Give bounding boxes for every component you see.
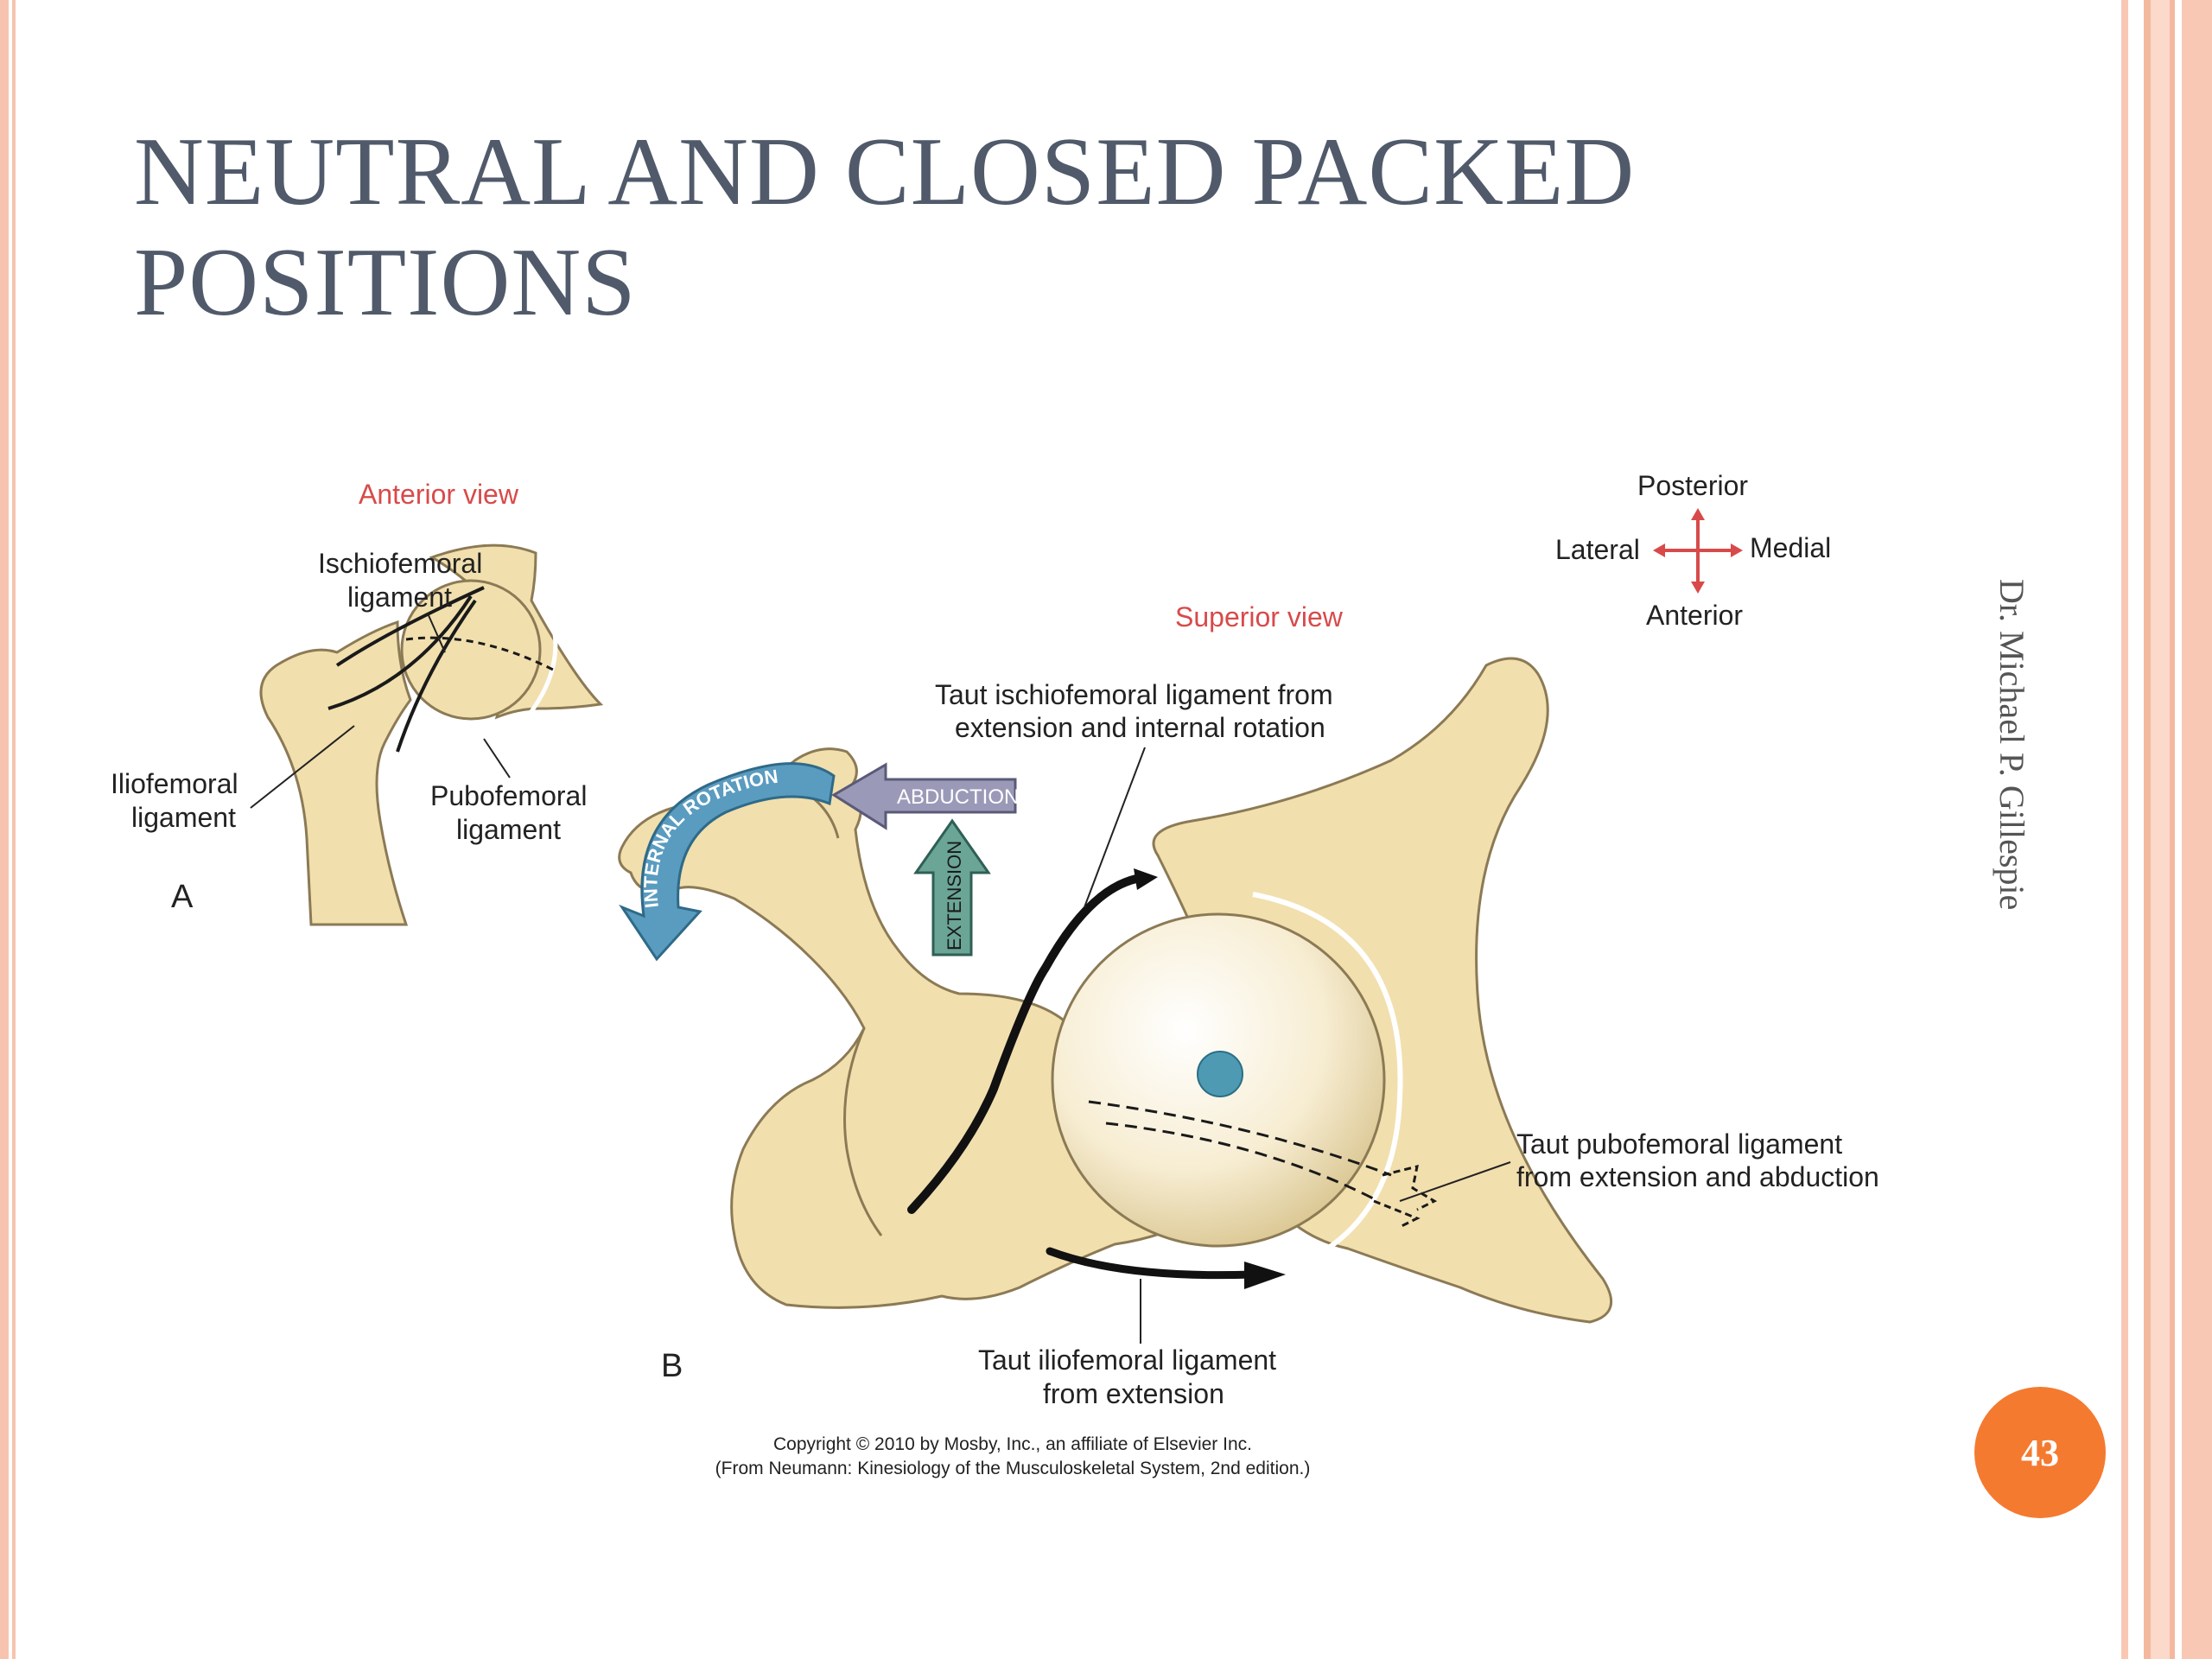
panel-a-pubofemoral-leader xyxy=(483,738,511,779)
right-border-decoration xyxy=(2113,0,2212,1659)
panel-a-iliofemoral-label-2: ligament xyxy=(131,802,236,833)
compass-posterior: Posterior xyxy=(1637,470,1748,501)
panel-b: Superior view Posterior Lateral Medial A… xyxy=(618,470,1879,1409)
copyright-line-1: Copyright © 2010 by Mosby, Inc., an affi… xyxy=(773,1434,1252,1454)
taut-iliofemoral-label-1: Taut iliofemoral ligament xyxy=(978,1344,1276,1376)
panel-a: Anterior view Ischiofemoral ligament Ili… xyxy=(111,479,604,926)
panel-a-femoral-head xyxy=(400,579,542,721)
panel-b-view-label: Superior view xyxy=(1175,601,1344,632)
panel-b-iliofemoral-band xyxy=(1046,1247,1257,1280)
panel-a-joint-space xyxy=(525,594,558,719)
panel-b-pubofemoral-end xyxy=(1373,1164,1438,1229)
panel-b-pubofemoral-dashed xyxy=(1088,1100,1392,1203)
panel-b-ischiofemoral-arrowhead xyxy=(1134,868,1158,890)
taut-pubofemoral-label-2: from extension and abduction xyxy=(1516,1161,1879,1192)
internal-rotation-arrow xyxy=(619,762,836,962)
panel-b-trochanter-contour xyxy=(843,1027,883,1236)
taut-iliofemoral-label-2: from extension xyxy=(1043,1378,1224,1409)
hip-ligament-diagram: Anterior view Ischiofemoral ligament Ili… xyxy=(111,470,1879,1478)
panel-a-letter: A xyxy=(171,879,194,915)
panel-b-joint-space xyxy=(1252,892,1403,1264)
panel-a-iliofemoral-ligament xyxy=(327,594,477,753)
compass-arrowhead-left xyxy=(1653,543,1665,557)
taut-pubofemoral-leader xyxy=(1399,1161,1511,1202)
compass-anterior: Anterior xyxy=(1646,600,1743,631)
abduction-label: ABDUCTION xyxy=(897,785,1019,809)
panel-a-ischiofemoral-ligament xyxy=(335,586,485,667)
taut-pubofemoral-label-1: Taut pubofemoral ligament xyxy=(1516,1128,1842,1160)
panel-a-pubofemoral-label-2: ligament xyxy=(456,814,561,845)
compass-lateral: Lateral xyxy=(1555,534,1640,565)
taut-ischiofemoral-label-1: Taut ischiofemoral ligament from xyxy=(935,679,1333,710)
slide-title-line-1: NEUTRAL AND CLOSED PACKED xyxy=(134,118,1636,226)
taut-ischiofemoral-leader xyxy=(1084,747,1146,908)
compass-arrowhead-up xyxy=(1691,508,1705,520)
copyright-line-2: (From Neumann: Kinesiology of the Muscul… xyxy=(715,1459,1311,1478)
abduction-arrow xyxy=(831,762,1017,830)
author-credit: Dr. Michael P. Gillespie xyxy=(1993,579,2031,911)
page-number-badge: 43 xyxy=(1974,1387,2106,1518)
compass-arrowhead-right xyxy=(1731,543,1743,557)
slide-title: NEUTRAL AND CLOSED PACKED POSITIONS xyxy=(134,117,1948,338)
panel-a-ischiofemoral-label-2: ligament xyxy=(347,582,452,613)
panel-a-ischiofemoral-leader xyxy=(427,613,446,653)
panel-a-iliofemoral-label-1: Iliofemoral xyxy=(111,768,238,799)
panel-a-pubofemoral-dashed xyxy=(405,636,554,671)
panel-a-femur-shape xyxy=(259,620,412,926)
orientation-compass: Posterior Lateral Medial Anterior xyxy=(1555,470,1831,631)
slide-title-line-2: POSITIONS xyxy=(134,229,637,336)
panel-b-ischiofemoral-band xyxy=(907,874,1141,1214)
panel-b-letter: B xyxy=(661,1348,683,1384)
panel-a-iliofemoral-leader xyxy=(250,725,355,809)
panel-b-iliofemoral-arrowhead xyxy=(1244,1262,1286,1289)
left-border-decoration xyxy=(0,0,24,1659)
extension-label: EXTENSION xyxy=(944,841,965,950)
panel-a-ischiofemoral-label-1: Ischiofemoral xyxy=(318,548,482,579)
panel-a-view-label: Anterior view xyxy=(359,479,519,510)
compass-arrowhead-down xyxy=(1691,582,1705,594)
panel-b-fovea xyxy=(1197,1051,1243,1097)
compass-medial: Medial xyxy=(1750,532,1831,563)
panel-a-pubofemoral-label-1: Pubofemoral xyxy=(430,780,587,811)
taut-ischiofemoral-label-2: extension and internal rotation xyxy=(955,712,1325,743)
extension-arrow xyxy=(913,818,991,957)
